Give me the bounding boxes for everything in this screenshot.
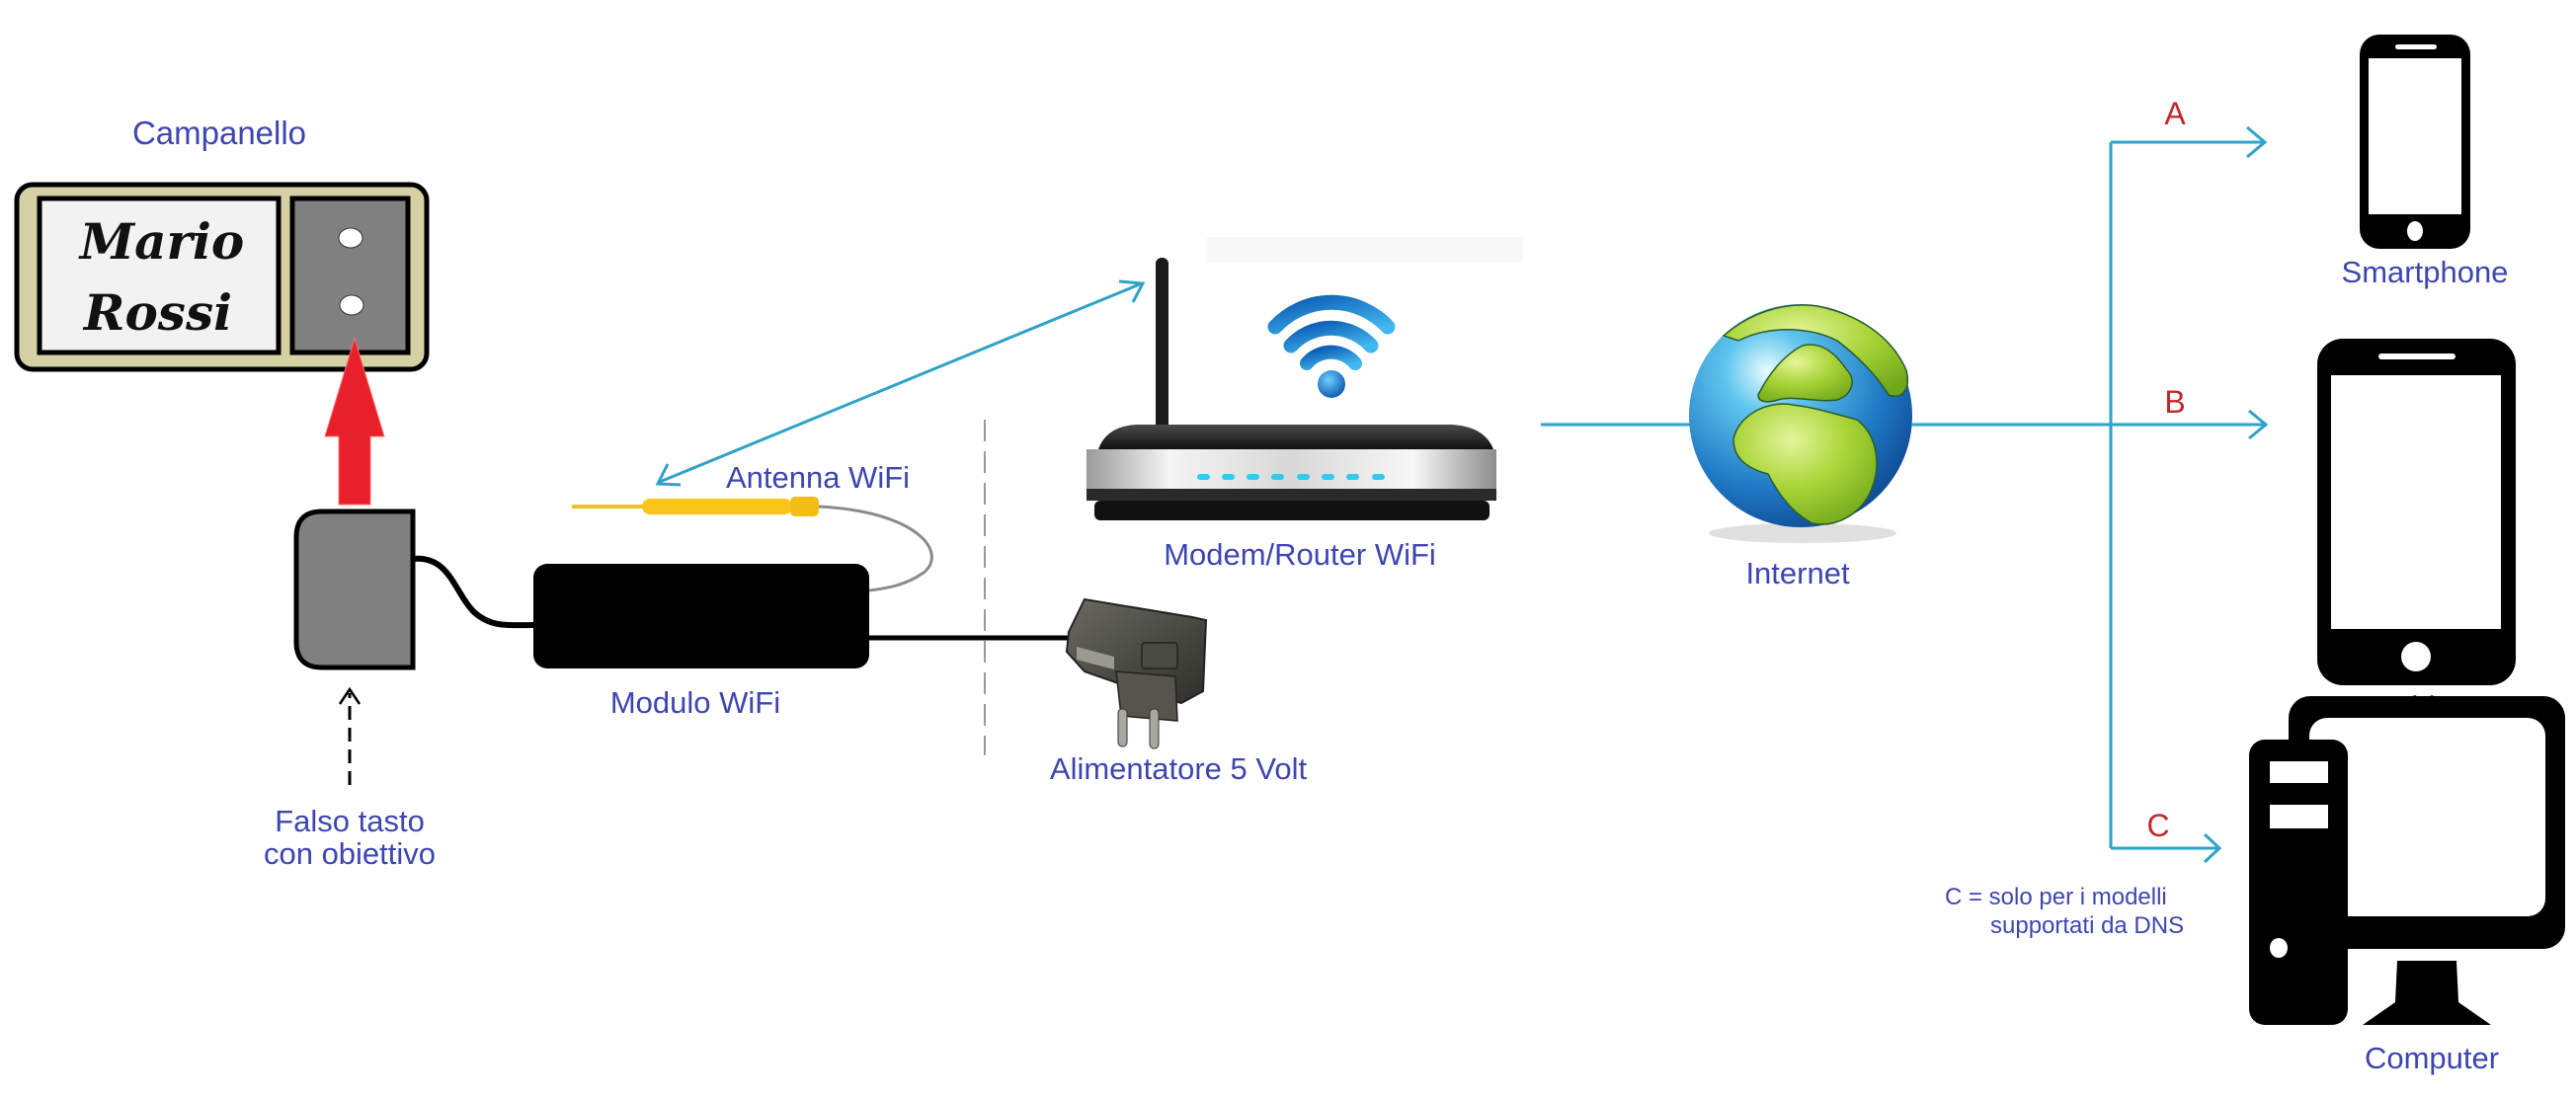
- internet-label: Internet: [1745, 556, 1850, 590]
- computer-icon: [2249, 696, 2565, 1025]
- wifi-signal-icon: [1267, 294, 1396, 398]
- branch-c-label: C: [2146, 808, 2169, 843]
- doorbell-button-upper: [338, 227, 363, 249]
- nameplate: [37, 196, 282, 355]
- wifi-module: [533, 564, 869, 668]
- fake-button-label-line2: con obiettivo: [264, 836, 436, 871]
- doorbell-button-lower: [339, 294, 364, 316]
- tablet-icon: [2317, 339, 2516, 685]
- globe-icon: [1689, 304, 1912, 543]
- dns-note-line1: C = solo per i modelli: [1945, 884, 2167, 910]
- branch-b-label: B: [2164, 384, 2185, 420]
- branch-a-label: A: [2164, 96, 2186, 131]
- dns-note-line2: supportati da DNS: [1990, 912, 2184, 939]
- branch-b-arrow: [2111, 409, 2269, 440]
- wireless-link-arrow: [655, 279, 1146, 487]
- doorbell-button-panel: [289, 196, 411, 355]
- smartphone-icon: [2360, 35, 2470, 249]
- doorbell-title: Campanello: [132, 115, 306, 151]
- dashed-pointer-arrow: [338, 686, 362, 785]
- power-adapter-icon: [1065, 597, 1208, 749]
- antenna-icon: [572, 497, 933, 592]
- wifi-module-label: Modulo WiFi: [610, 685, 780, 720]
- fake-button-label-line1: Falso tasto: [275, 804, 425, 838]
- press-arrow-icon: [324, 337, 385, 506]
- doorbell: Campanello Mario Rossi: [14, 115, 430, 372]
- router-label: Modem/Router WiFi: [1164, 537, 1436, 572]
- nameplate-first-name: Mario: [78, 212, 244, 271]
- antenna-label: Antenna WiFi: [726, 460, 910, 495]
- camera-cable: [412, 555, 534, 629]
- branch-c-arrow: [2111, 832, 2222, 864]
- smartphone-label: Smartphone: [2342, 255, 2509, 289]
- power-supply-label: Alimentatore 5 Volt: [1050, 751, 1308, 786]
- nameplate-last-name: Rossi: [82, 283, 232, 342]
- branch-a-arrow: [2111, 125, 2268, 159]
- computer-label: Computer: [2365, 1041, 2499, 1075]
- router-leds: [1197, 474, 1385, 480]
- fake-button-camera: [293, 509, 416, 670]
- router-icon: [1087, 237, 1523, 520]
